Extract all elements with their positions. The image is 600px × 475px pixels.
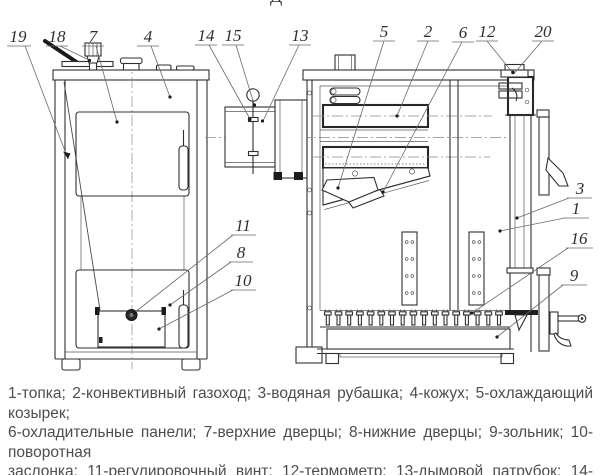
svg-text:14: 14 <box>198 26 216 45</box>
callout-7: 7 <box>82 27 119 124</box>
legend-line: заслонка; 11-регулировочный винт; 12-тер… <box>8 463 593 475</box>
left-foot <box>61 358 81 371</box>
svg-text:15: 15 <box>225 26 242 45</box>
top-plate <box>302 69 535 81</box>
upper-door <box>75 111 190 197</box>
top-plate-fittings <box>119 57 195 71</box>
callouts: 19 18 7 4 14 15 <box>7 22 593 339</box>
cooling-visor <box>321 176 379 203</box>
callout-12: 12 <box>476 22 515 75</box>
right-foot <box>181 358 201 371</box>
boiler-technical-drawing: 19 18 7 4 14 15 <box>7 22 593 371</box>
svg-text:3: 3 <box>575 179 585 198</box>
front-gas-duct-wall <box>449 80 459 310</box>
svg-text:18: 18 <box>49 27 67 46</box>
callout-8: 8 <box>168 243 253 307</box>
lower-door <box>75 269 190 349</box>
svg-text:6: 6 <box>459 23 468 42</box>
legend-line: 1-топка; 2-конвективный газоход; 3-водян… <box>8 385 593 422</box>
convective-gas-duct <box>313 103 492 170</box>
perforated-panel-right <box>468 231 485 306</box>
thermometer <box>500 63 529 78</box>
damper-crank-assembly <box>505 310 587 347</box>
callout-18: 18 <box>46 27 92 63</box>
side-section-view <box>295 54 587 365</box>
rear-water-jacket-wall <box>295 80 323 364</box>
legend: 1-топка; 2-конвективный газоход; 3-водян… <box>8 384 593 475</box>
svg-text:19: 19 <box>10 27 28 46</box>
lower-front-door <box>536 267 551 352</box>
svg-text:10: 10 <box>235 271 253 290</box>
callout-1: 1 <box>498 199 589 233</box>
front-view <box>43 39 210 371</box>
coil <box>511 87 518 102</box>
callout-10: 10 <box>157 271 256 331</box>
damper-handle <box>246 88 260 102</box>
svg-text:2: 2 <box>424 22 433 41</box>
callout-6: 6 <box>381 23 474 194</box>
callout-20: 20 <box>514 22 554 73</box>
callout-15: 15 <box>222 26 257 107</box>
svg-text:1: 1 <box>572 199 581 218</box>
callout-2: 2 <box>395 22 439 118</box>
upper-door-handle <box>178 145 189 191</box>
callout-5: 5 <box>336 22 395 190</box>
grate <box>320 308 510 328</box>
base <box>317 348 515 365</box>
front-water-jacket <box>498 75 536 352</box>
callout-4: 4 <box>137 27 172 99</box>
callout-19: 19 <box>7 27 71 160</box>
svg-text:9: 9 <box>570 266 579 285</box>
callout-13: 13 <box>260 26 311 123</box>
callout-14: 14 <box>195 26 252 122</box>
legend-line: 6-охладительные панели; 7-верхние дверцы… <box>8 424 593 461</box>
callout-16: 16 <box>470 229 593 315</box>
page-title-partial: Д <box>270 0 282 7</box>
svg-text:13: 13 <box>292 26 309 45</box>
lower-door-handle <box>178 304 189 349</box>
header-tubes <box>329 87 361 105</box>
svg-text:7: 7 <box>89 27 99 46</box>
callout-3: 3 <box>515 179 592 220</box>
upper-front-door <box>536 109 569 196</box>
callout-9: 9 <box>495 266 587 339</box>
svg-text:16: 16 <box>571 229 589 248</box>
svg-text:20: 20 <box>535 22 553 41</box>
front-door-handle <box>545 156 569 187</box>
svg-text:12: 12 <box>479 22 497 41</box>
svg-text:5: 5 <box>380 22 389 41</box>
ash-pan <box>326 328 511 350</box>
flue-pipe <box>224 106 276 168</box>
svg-text:8: 8 <box>237 243 246 262</box>
callout-11: 11 <box>132 216 256 315</box>
perforated-panel-left <box>401 231 418 306</box>
svg-text:4: 4 <box>144 27 153 46</box>
draft-lever <box>43 39 80 65</box>
svg-text:11: 11 <box>235 216 251 235</box>
